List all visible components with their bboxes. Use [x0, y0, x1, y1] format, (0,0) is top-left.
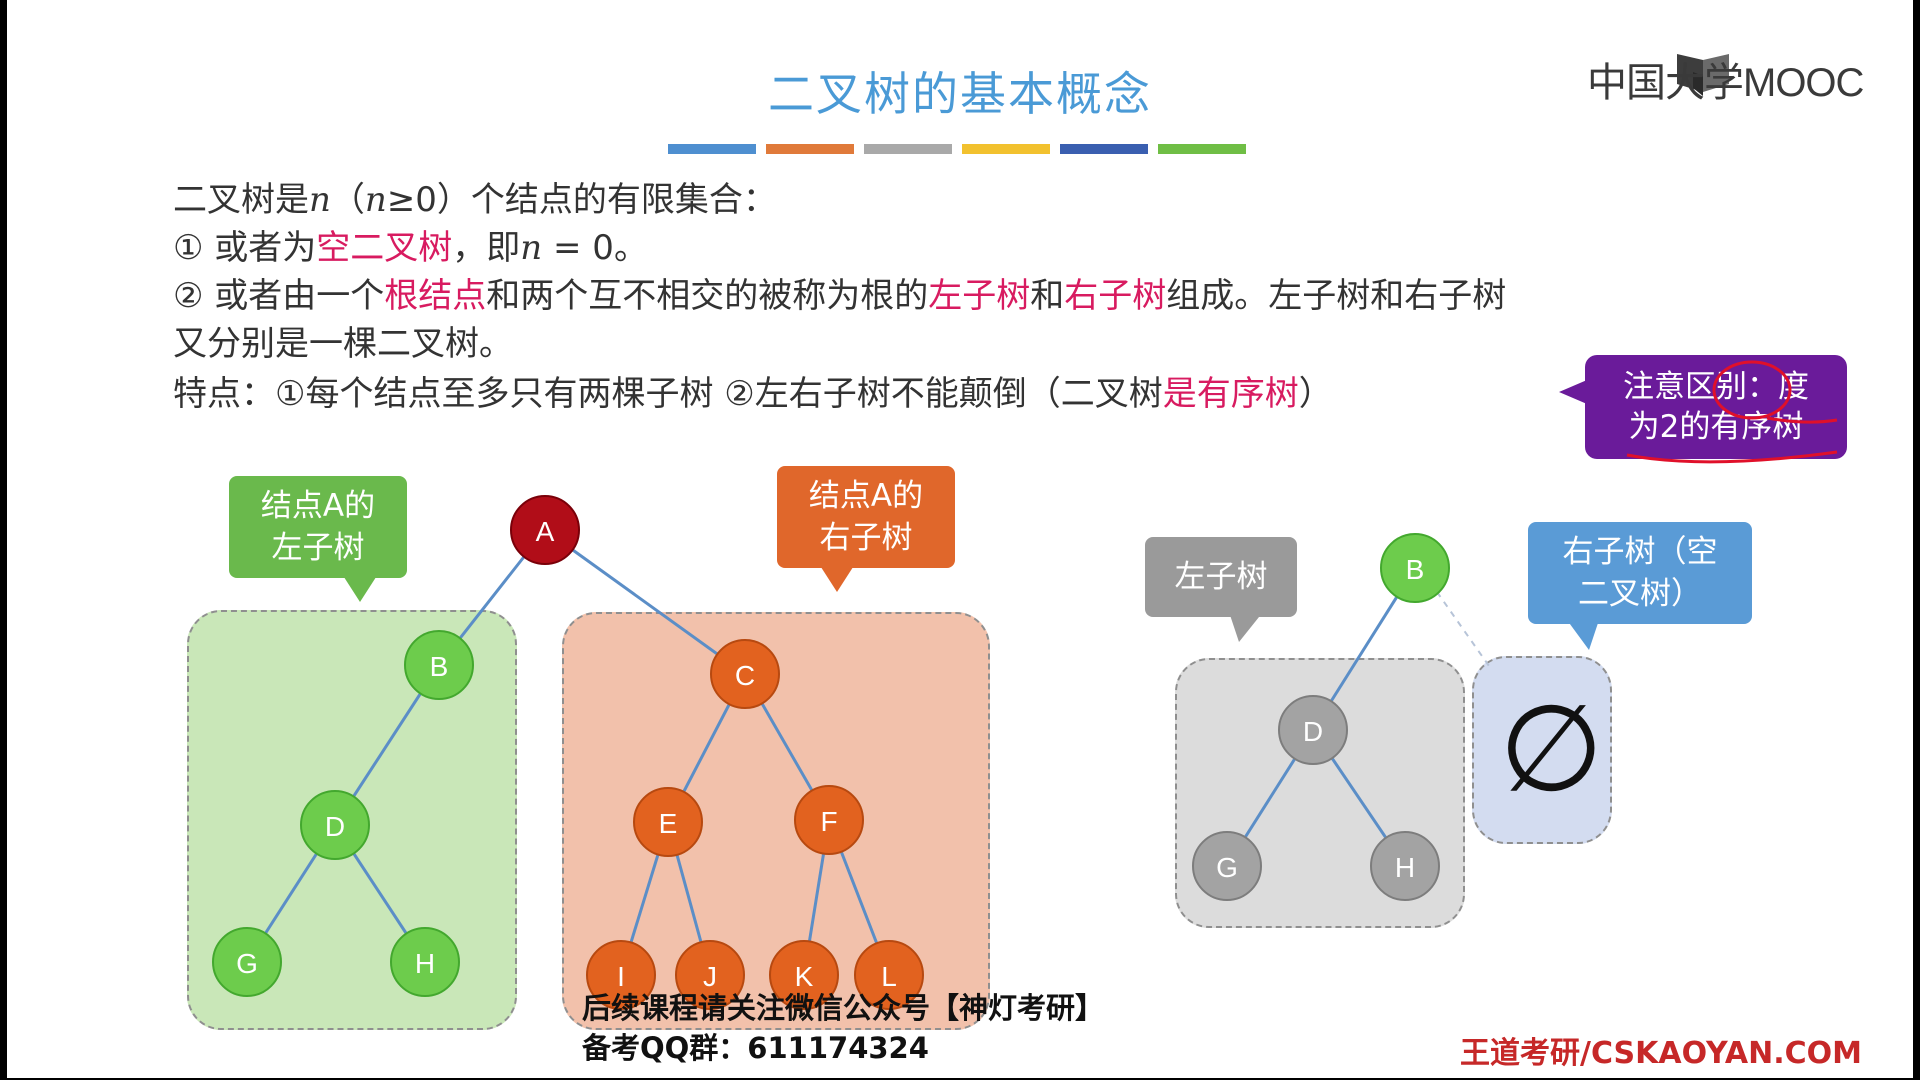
text: 二叉树是	[173, 180, 309, 220]
color-bar-4	[962, 144, 1050, 154]
bubble-line-1: 结点A的	[808, 478, 924, 514]
var-n: n	[309, 180, 331, 220]
tree-node-c: C	[710, 639, 780, 709]
tree-node-i: I	[586, 940, 656, 1010]
edge-b2-empty	[1436, 591, 1490, 667]
bubble-line-2: 二叉树）	[1578, 576, 1702, 612]
var-n: n	[364, 180, 387, 220]
bubble-tail	[819, 564, 855, 592]
highlight-right-subtree: 右子树	[1064, 276, 1167, 316]
tree-node-j: J	[675, 940, 745, 1010]
highlight-left-subtree: 左子树	[928, 276, 1031, 316]
color-bar-1	[668, 144, 756, 154]
text: 和两个互不相交的被称为根的	[486, 276, 929, 316]
watermark-line-2: 备考QQ群：611174324	[582, 1031, 929, 1065]
callout-tail	[1559, 380, 1587, 404]
var-n: n	[520, 228, 543, 268]
text: 特点：①每个结点至多只有两棵子树 ②左右子树不能颠倒（二叉树	[173, 374, 1163, 414]
edge-a-c	[544, 528, 746, 676]
bubble-line-1: 结点A的	[260, 488, 376, 524]
tree2-left-bubble: 左子树	[1145, 537, 1297, 617]
site-watermark: 王道考研/CSKAOYAN.COM	[1460, 1036, 1862, 1071]
text: ，即	[452, 228, 521, 268]
text: ≥0）个结点的有限集合：	[386, 180, 777, 220]
text: ）	[1298, 374, 1333, 414]
text: （	[330, 180, 365, 220]
left-subtree-bubble: 结点A的 左子树	[229, 476, 407, 578]
bubble-line-2: 左子树	[271, 530, 365, 566]
definition-line-2: ① 或者为空二叉树，即n = 0。	[173, 220, 648, 269]
definition-line-4: 又分别是一棵二叉树。	[173, 324, 513, 364]
tree-node-k: K	[769, 940, 839, 1010]
tree-node-h: H	[390, 927, 460, 997]
bubble-tail	[342, 574, 378, 602]
bubble-line-1: 右子树（空	[1562, 534, 1718, 570]
tree2-node-h: H	[1370, 831, 1440, 901]
tree-node-a: A	[510, 495, 580, 565]
right-subtree-bubble: 结点A的 右子树	[777, 466, 955, 568]
tree-node-g: G	[212, 927, 282, 997]
bubble-tail	[1229, 612, 1263, 642]
brand-logo-text: 中国大学MOOC	[1587, 61, 1864, 105]
text: = 0。	[542, 228, 648, 268]
tree-node-l: L	[854, 940, 924, 1010]
tree-node-e: E	[633, 787, 703, 857]
bubble-line-2: 右子树	[819, 520, 913, 556]
color-bar-2	[766, 144, 854, 154]
definition-line-1: 二叉树是n（n≥0）个结点的有限集合：	[173, 172, 777, 221]
color-bar-5	[1060, 144, 1148, 154]
bubble-text: 左子树	[1174, 559, 1268, 595]
color-bar-3	[864, 144, 952, 154]
tree2-node-g: G	[1192, 831, 1262, 901]
tree2-node-d: D	[1278, 695, 1348, 765]
tree-node-b: B	[404, 630, 474, 700]
slide: 二叉树的基本概念 中国大学MOOC 二叉树是n（n≥0）个结点的有限集合： ① …	[7, 0, 1913, 1078]
highlight-empty-tree: 空二叉树	[316, 228, 453, 268]
text: ① 或者为	[173, 228, 317, 268]
slide-title: 二叉树的基本概念	[768, 67, 1152, 121]
text: ② 或者由一个	[173, 276, 385, 316]
text: 和	[1030, 276, 1065, 316]
tree-node-f: F	[794, 785, 864, 855]
mooc-logo-icon	[1677, 54, 1729, 96]
tree2-right-bubble: 右子树（空 二叉树）	[1528, 522, 1752, 624]
empty-set-symbol: ∅	[1499, 680, 1604, 819]
tree-node-d: D	[300, 790, 370, 860]
tree2-node-b: B	[1380, 533, 1450, 603]
highlight-root: 根结点	[384, 276, 487, 316]
text: 组成。左子树和右子树	[1166, 276, 1507, 316]
watermark-line-1: 后续课程请关注微信公众号【神灯考研】	[582, 991, 1105, 1025]
definition-line-3: ② 或者由一个根结点和两个互不相交的被称为根的左子树和右子树组成。左子树和右子树	[173, 268, 1506, 317]
bubble-tail	[1567, 620, 1599, 650]
features-line: 特点：①每个结点至多只有两棵子树 ②左右子树不能颠倒（二叉树是有序树）	[173, 366, 1333, 415]
highlight-ordered-tree: 是有序树	[1162, 374, 1299, 414]
tree-edges	[245, 528, 1490, 976]
tree2-right-empty-region	[1472, 656, 1612, 844]
color-bar-6	[1158, 144, 1246, 154]
